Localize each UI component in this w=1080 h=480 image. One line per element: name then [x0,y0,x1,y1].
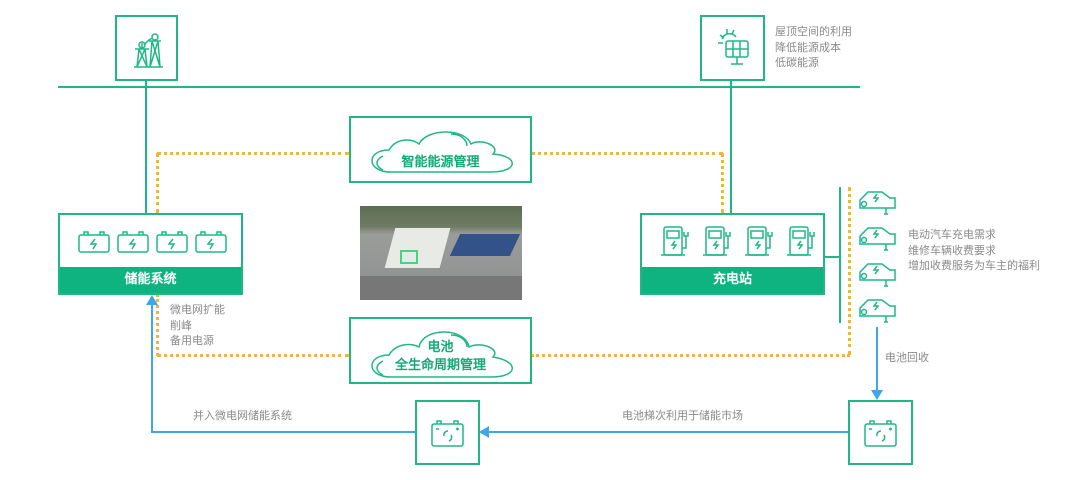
cascade-arrow [488,431,848,433]
charger-icon [787,226,815,256]
charger-icon [745,226,773,256]
grid-to-storage-line [145,80,147,214]
cloud-icon [371,131,513,173]
battery-link-line [531,354,850,357]
cascade-label: 电池梯次利用于储能市场 [622,409,743,422]
note-line: 维修车辆收费要求 [908,243,996,257]
note-line: 备用电源 [170,334,214,347]
charging-station-box: 充电站 [640,213,825,295]
photo-solar-canopy [449,234,521,256]
arrowhead-up [146,295,158,305]
recycled-battery-box [848,400,913,465]
battery-icon [195,231,227,253]
arrowhead-down [871,390,883,400]
note-line: 屋顶空间的利用 [775,25,852,38]
photo-road [360,276,522,300]
electric-car-icon [859,299,896,323]
charger-row [660,224,820,258]
mgmt-link-line [156,153,159,213]
charger-icon [703,226,731,256]
microgrid-label: 并入微电网储能系统 [193,409,292,422]
storage-system-box: 储能系统 [58,213,243,295]
label-line: 全生命周期管理 [394,358,486,373]
station-photo [360,206,522,300]
note-line: 降低能源成本 [775,40,841,54]
cloud-icon [371,331,513,378]
photo-building-glow [400,250,418,264]
electric-car-icon [859,263,896,287]
arrowhead-left [479,426,489,438]
battery-lifecycle-box: 电池 全生命周期管理 [349,317,532,384]
mgmt-link-line [721,153,724,213]
microgrid-arrow [151,304,153,433]
mgmt-link-line [531,152,723,155]
solar-panel-icon [718,29,749,65]
energy-management-label: 智能能源管理 [401,155,480,170]
battery-icon [156,231,188,253]
grid-box [115,15,178,81]
charging-notes: 电动汽车充电需求 维修车辆收费要求 增加收费服务为车主的福利 [908,227,1040,274]
solar-box [700,15,765,81]
battery-recycle-icon [431,420,464,447]
recycle-label: 电池回收 [885,351,929,364]
microgrid-arrow [151,431,415,433]
battery-recycle-icon [864,420,897,447]
mgmt-link-line [157,152,349,155]
electric-car-icon [859,227,896,251]
recycle-arrow [876,327,878,393]
note-line: 增加收费服务为车主的福利 [908,259,1040,272]
electric-car-icon [859,191,896,215]
battery-link-line [848,187,851,355]
storage-notes: 微电网扩能 削峰 备用电源 [170,302,225,349]
solar-notes: 屋顶空间的利用 降低能源成本 低碳能源 [775,24,852,71]
label-line: 电池 [427,340,454,355]
note-line: 削峰 [170,318,192,332]
battery-link-line [157,354,349,357]
storage-system-label: 储能系统 [60,267,241,293]
ev-list [858,188,898,326]
note-line: 电动汽车充电需求 [908,228,996,241]
note-line: 微电网扩能 [170,303,225,316]
charger-icon [661,226,689,256]
battery-icon [117,231,149,253]
reused-battery-box [415,400,480,465]
power-bus-line [58,86,860,88]
battery-lifecycle-label: 电池 全生命周期管理 [351,339,530,375]
station-to-cars-line [824,256,841,258]
cars-bus-line [839,187,841,323]
battery-link-line [156,294,159,356]
energy-management-box: 智能能源管理 [349,116,532,183]
battery-row [78,231,227,253]
solar-to-station-line [730,80,732,214]
power-tower-icon [134,33,163,68]
battery-icon [78,231,110,253]
charging-station-label: 充电站 [642,267,823,293]
note-line: 低碳能源 [775,56,819,69]
